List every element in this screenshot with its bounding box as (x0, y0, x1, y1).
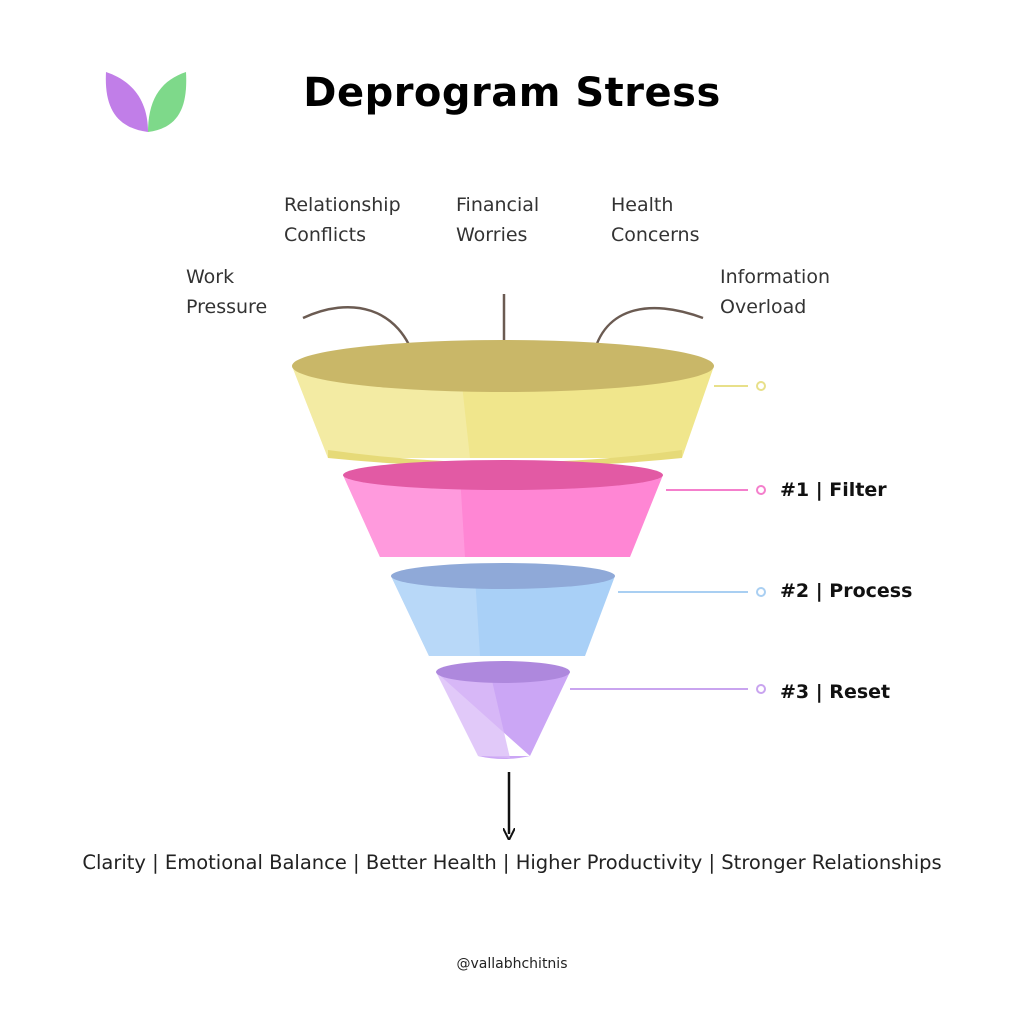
right-leaf-icon (148, 72, 187, 132)
author-handle: @vallabhchitnis (456, 956, 568, 972)
stage-label-reset: #3 | Reset (780, 681, 891, 703)
left-leaf-icon (105, 72, 148, 132)
input-label-work: Work Pressure (186, 266, 268, 318)
input-label-information: Information Overload (720, 266, 830, 318)
connector-dot-filter (756, 485, 766, 495)
funnel-layer-reset (436, 661, 570, 759)
funnel-layer-filter (343, 460, 663, 557)
connector-dot-reset (756, 684, 766, 694)
page-title: Deprogram Stress (303, 70, 721, 116)
stage-label-filter: #1 | Filter (780, 479, 887, 501)
funnel-layer-top (292, 340, 714, 467)
connector-dot-process (756, 587, 766, 597)
input-label-relationship: Relationship Conflicts (284, 194, 401, 246)
funnel-layer-process (391, 563, 615, 656)
input-label-health: Health Concerns (611, 194, 700, 246)
connector-dot-top (756, 381, 766, 391)
input-label-financial: Financial Worries (456, 194, 540, 246)
outcomes-text: Clarity | Emotional Balance | Better Hea… (82, 851, 942, 874)
leaf-logo-icon (105, 72, 187, 132)
stage-label-process: #2 | Process (780, 580, 913, 602)
